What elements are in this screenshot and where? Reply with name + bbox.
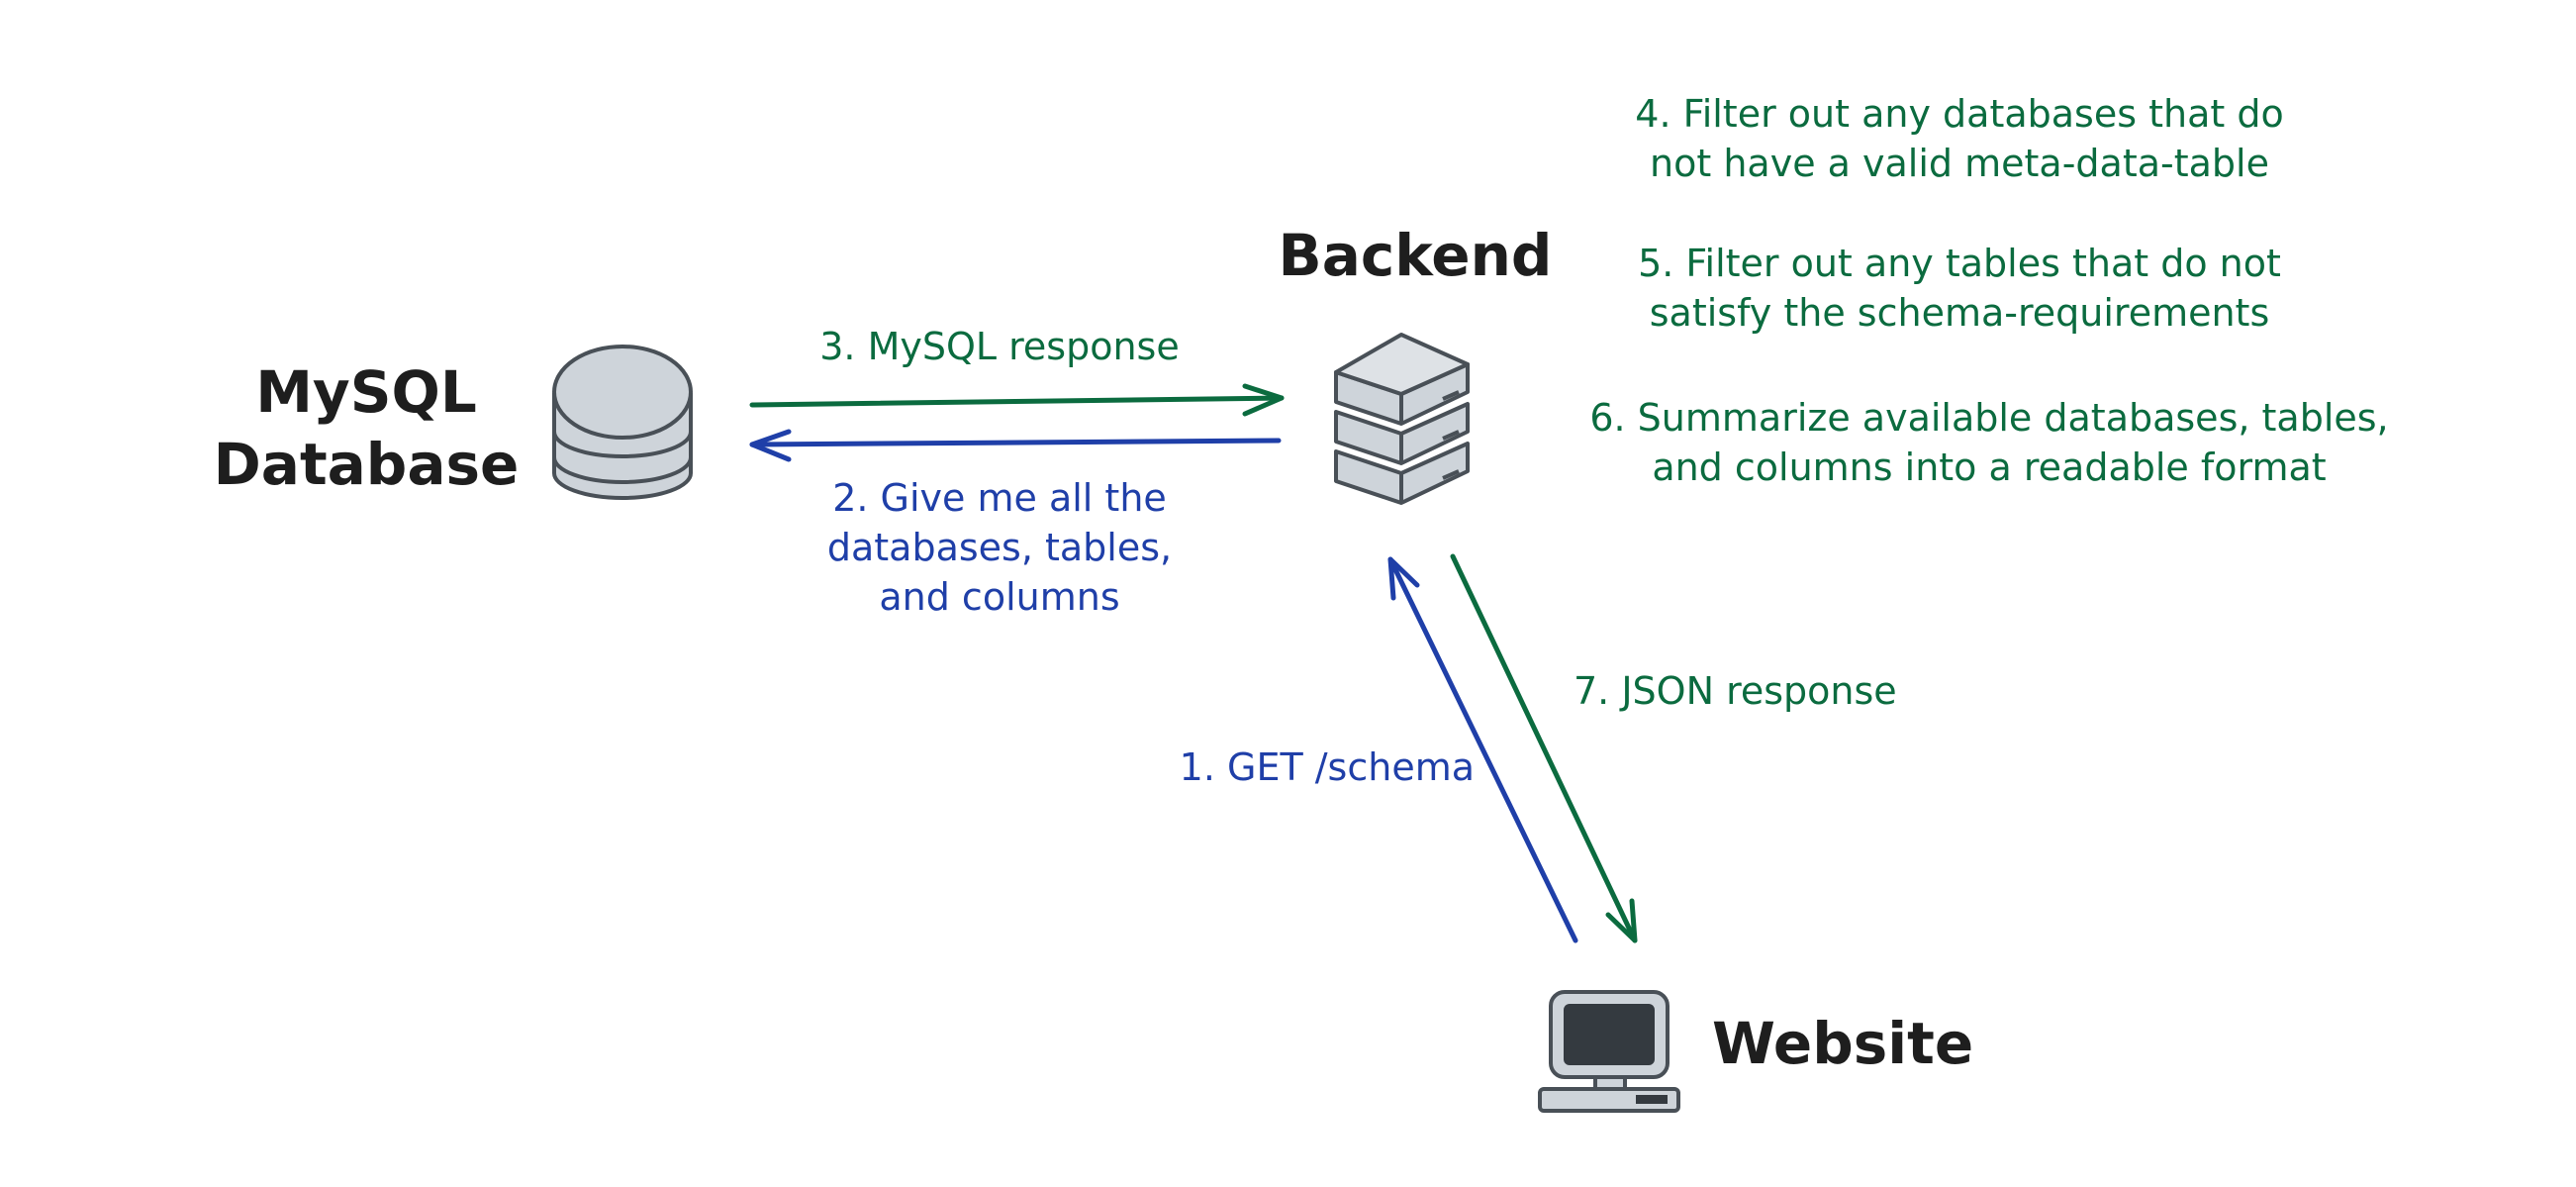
step-5-line-2: satisfy the schema-requirements: [1649, 291, 2270, 336]
website-node-title: Website: [1712, 1010, 1974, 1077]
step-4-line-1: 4. Filter out any databases that do: [1635, 92, 2284, 136]
step-3-label: 3. MySQL response: [819, 325, 1180, 368]
arrow-mysql-response: [749, 383, 1285, 417]
step-4-line-2: not have a valid meta-data-table: [1650, 142, 2269, 186]
arrow-get-schema: [1387, 556, 1578, 943]
step-1-label: 1. GET /schema: [1179, 745, 1475, 789]
database-icon: [552, 345, 693, 500]
arrow-schema-query: [749, 429, 1282, 462]
step-2-line-1: 2. Give me all the: [832, 476, 1167, 520]
arrow-json-response: [1450, 553, 1638, 943]
step-4-label: 4. Filter out any databases that do not …: [1544, 89, 2375, 188]
step-6-line-2: and columns into a readable format: [1652, 445, 2327, 490]
backend-node-title: Backend: [1278, 222, 1553, 289]
step-2-label: 2. Give me all the databases, tables, an…: [762, 473, 1237, 622]
step-2-line-2: databases, tables,: [826, 526, 1173, 570]
step-5-line-1: 5. Filter out any tables that do not: [1638, 242, 2281, 285]
step-5-label: 5. Filter out any tables that do not sat…: [1544, 239, 2375, 338]
database-title-line-1: MySQL: [255, 358, 477, 426]
server-icon: [1334, 333, 1470, 505]
step-6-label: 6. Summarize available databases, tables…: [1544, 393, 2434, 492]
step-6-line-1: 6. Summarize available databases, tables…: [1589, 396, 2389, 440]
database-title-line-2: Database: [213, 430, 520, 498]
step-2-line-3: and columns: [879, 575, 1120, 620]
step-7-label: 7. JSON response: [1574, 669, 1897, 713]
computer-icon: [1538, 990, 1680, 1113]
database-node-title: MySQL Database: [203, 356, 529, 500]
